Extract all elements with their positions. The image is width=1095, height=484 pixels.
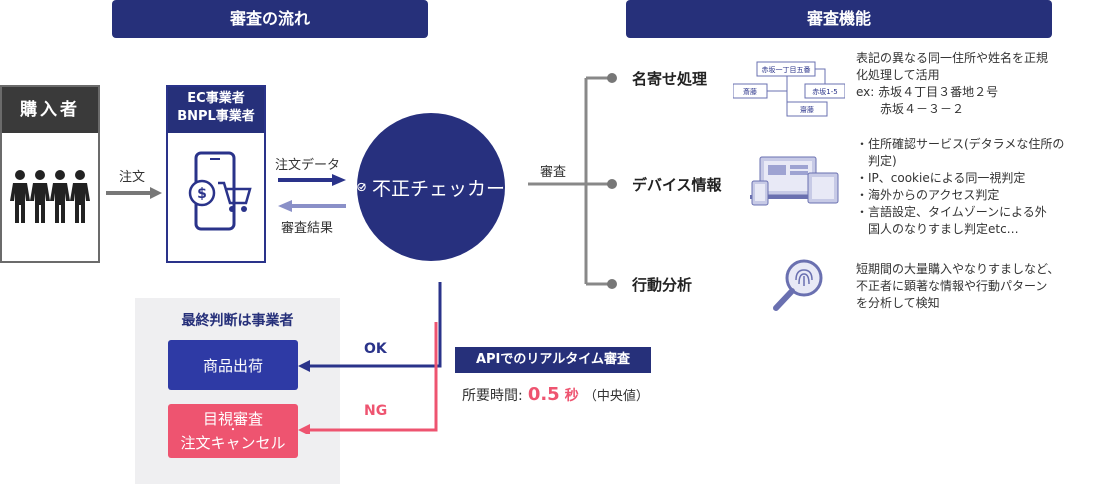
final-title: 最終判断は事業者 <box>181 313 294 329</box>
branch-lines <box>528 76 612 286</box>
ng-line2: 注文キャンセル <box>180 434 286 452</box>
ng-sep: ・ <box>228 425 238 436</box>
desc-line: 国人のなりすまし判定etc… <box>856 222 1019 236</box>
devices-icon <box>750 156 839 206</box>
result-arrow <box>278 200 346 212</box>
function-desc-device: ・住所確認サービス(デタラメな住所の 判定) ・IP、cookieによる同一視判… <box>856 136 1092 238</box>
ok-label: OK <box>364 341 387 357</box>
nayose-text-b: 赤坂1-5 <box>812 87 837 96</box>
desc-line: 判定) <box>856 154 897 168</box>
function-title-device: デバイス情報 <box>632 176 722 194</box>
processing-time: 所要時間: 0.5 秒 （中央値） <box>462 384 649 405</box>
buyer-title: 購入者 <box>2 87 98 133</box>
ec-title-line2: BNPL事業者 <box>177 109 255 124</box>
desc-line: ・言語設定、タイムゾーンによる外 <box>856 205 1047 219</box>
manual-review-box: 目視審査 ・ 注文キャンセル <box>168 404 298 458</box>
order-data-arrow <box>278 174 346 186</box>
function-desc-nayose: 表記の異なる同一住所や姓名を正規 化処理して活用 ex: 赤坂４丁目３番地２号 … <box>856 50 1086 118</box>
desc-line: ・住所確認サービス(デタラメな住所の <box>856 137 1065 151</box>
nayose-text-d: 齋藤 <box>800 105 814 114</box>
api-badge: APIでのリアルタイム審査 <box>455 347 651 373</box>
mobile-shopping-icon: $ <box>188 151 252 231</box>
header-flow: 審査の流れ <box>112 0 428 38</box>
desc-line: 不正者に顕著な情報や行動パターン <box>856 279 1048 293</box>
branch-dot-2 <box>607 179 617 189</box>
header-functions: 審査機能 <box>626 0 1052 38</box>
people-icon <box>10 170 90 223</box>
magnifier-fingerprint-icon <box>773 259 823 311</box>
review-label: 審査 <box>540 165 567 180</box>
name-matching-diagram: 赤坂一丁目五番 斎藤 赤坂1-5 齋藤 <box>733 61 845 117</box>
desc-line: ・IP、cookieによる同一視判定 <box>856 171 1026 185</box>
ng-label: NG <box>364 403 388 419</box>
desc-line: 表記の異なる同一住所や姓名を正規 <box>856 51 1049 65</box>
time-unit: 秒 <box>564 388 579 404</box>
desc-line: 短期間の大量購入やなりすましなど、 <box>856 262 1060 276</box>
nayose-text-c: 斎藤 <box>743 87 757 96</box>
function-title-behavior: 行動分析 <box>632 276 693 294</box>
ship-label: 商品出荷 <box>202 356 263 375</box>
desc-line: 化処理して活用 <box>856 68 940 82</box>
desc-line: ex: 赤坂４丁目３番地２号 <box>856 85 999 99</box>
order-data-label: 注文データ <box>275 158 341 173</box>
check-icon <box>357 182 366 192</box>
buyer-box: 購入者 <box>0 85 100 263</box>
branch-dot-1 <box>607 73 617 83</box>
svg-text:$: $ <box>197 186 207 202</box>
time-value: 0.5 <box>527 384 560 405</box>
ship-box: 商品出荷 <box>168 340 298 390</box>
desc-line: ・海外からのアクセス判定 <box>856 188 1000 202</box>
time-note: （中央値） <box>583 389 649 404</box>
ec-box: EC事業者 BNPL事業者 $ <box>166 85 266 263</box>
checker-label: 不正チェッカー <box>371 177 505 200</box>
desc-line: を分析して検知 <box>856 296 940 310</box>
result-label: 審査結果 <box>281 221 334 236</box>
ec-title: EC事業者 BNPL事業者 <box>168 87 264 133</box>
order-label: 注文 <box>119 170 146 185</box>
ok-ng-routing <box>298 282 442 434</box>
fraud-checker-circle: 不正チェッカー <box>357 113 505 261</box>
function-title-nayose: 名寄せ処理 <box>632 70 708 88</box>
time-label: 所要時間: <box>462 388 523 404</box>
branch-dot-3 <box>607 279 617 289</box>
function-desc-behavior: 短期間の大量購入やなりすましなど、 不正者に顕著な情報や行動パターン を分析して… <box>856 261 1088 312</box>
order-arrow <box>106 187 162 199</box>
nayose-text-a: 赤坂一丁目五番 <box>762 65 811 74</box>
ec-title-line1: EC事業者 <box>187 91 245 106</box>
desc-line: 赤坂４－３－２ <box>856 102 965 116</box>
ng-line1: 目視審査 <box>202 410 263 428</box>
